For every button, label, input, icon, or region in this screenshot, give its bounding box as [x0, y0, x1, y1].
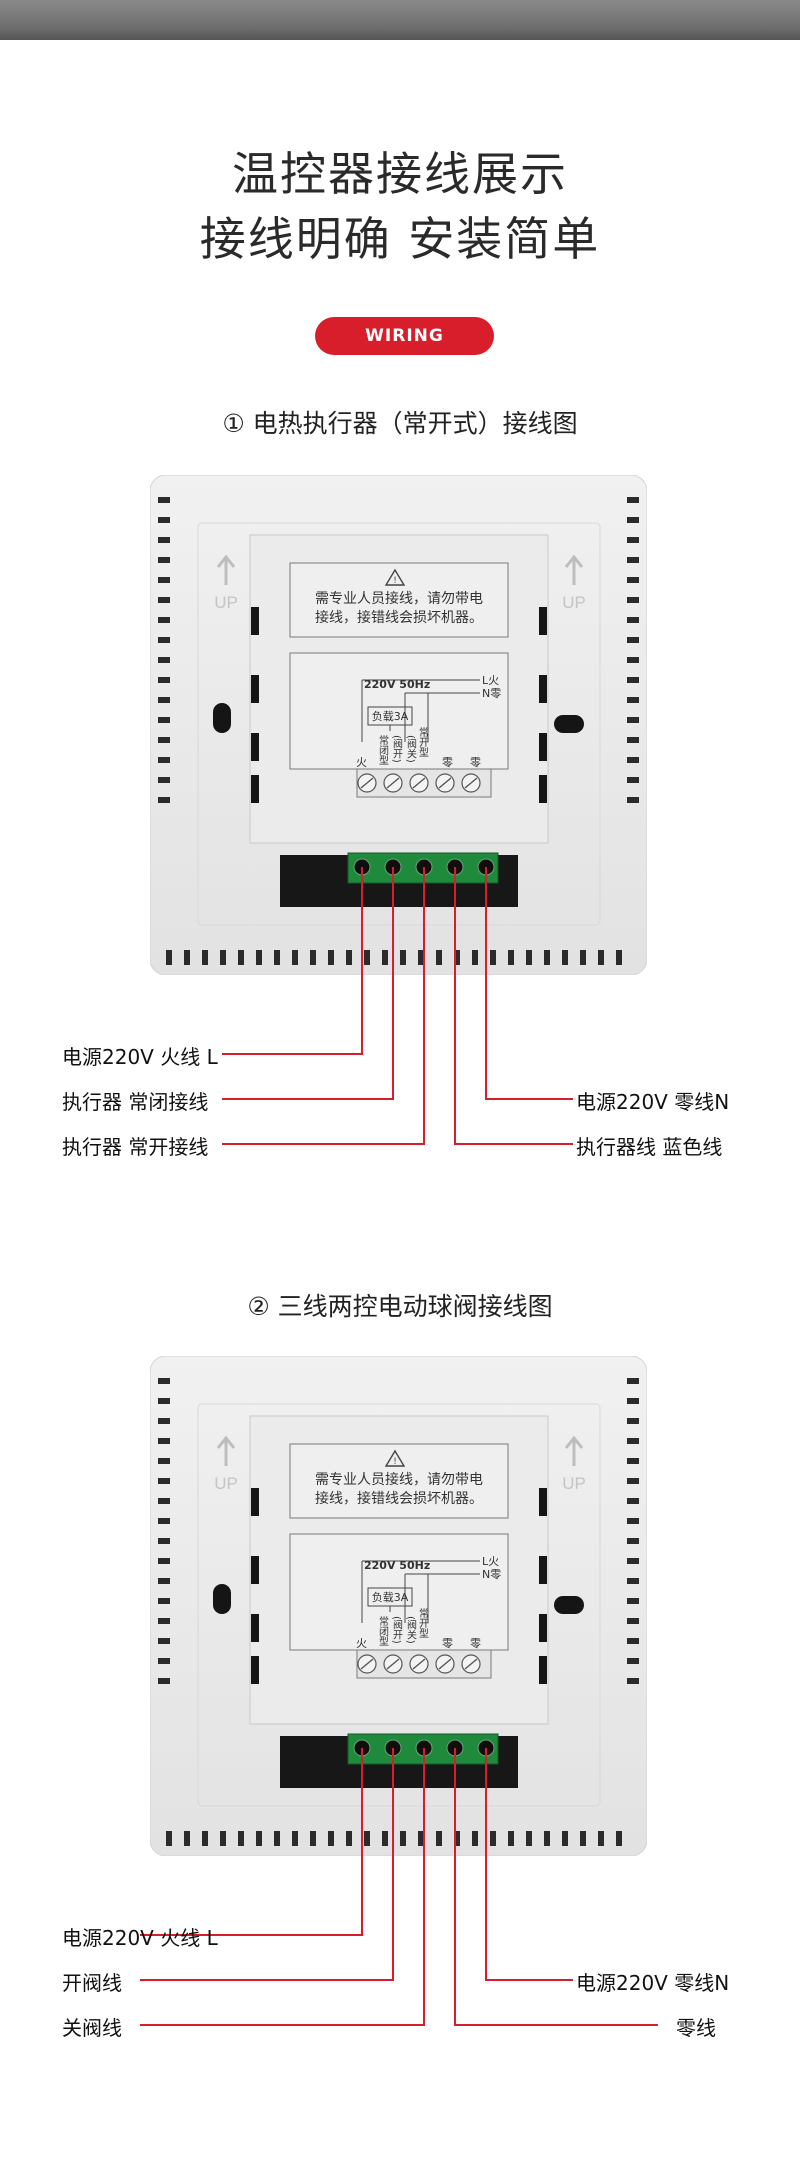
wire-label-right-1: 电源220V 零线N — [576, 1971, 730, 1995]
open-valve-label: (阀开) — [391, 735, 403, 763]
svg-text:!: ! — [393, 576, 397, 586]
section-1-title: ① 电热执行器（常开式）接线图 — [222, 409, 578, 438]
l-fire-label: L火 — [482, 1555, 499, 1568]
thermostat-panel-1: UP UP ! 需专业人员接线，请勿带电 接线，接错线会损坏机器。 220V 5… — [150, 475, 647, 975]
wire-label-right-1: 电源220V 零线N — [576, 1090, 730, 1114]
zero-label-2: 零 — [470, 1637, 481, 1650]
load-label: 负载3A — [372, 1590, 409, 1604]
up-label-left: UP — [214, 1474, 238, 1493]
warning-line-1: 需专业人员接线，请勿带电 — [315, 1471, 483, 1488]
zero-label-1: 零 — [442, 756, 453, 769]
wire-label-left-3: 执行器 常开接线 — [62, 1135, 209, 1159]
open-valve-label: (阀开) — [391, 1616, 403, 1644]
top-bar — [0, 0, 800, 40]
voltage-label: 220V 50Hz — [364, 678, 430, 691]
wire-label-right-2: 零线 — [676, 2016, 716, 2040]
thermostat-backplate-1: UP UP ! 需专业人员接线，请勿带电 接线，接错线会损坏机器。 220V 5… — [150, 475, 647, 975]
up-label-left: UP — [214, 593, 238, 612]
warning-line-2: 接线，接错线会损坏机器。 — [315, 609, 483, 626]
warning-line-2: 接线，接错线会损坏机器。 — [315, 1490, 483, 1507]
wiring-badge: WIRING — [315, 317, 494, 355]
n-zero-label: N零 — [482, 1568, 501, 1581]
page-title: 温控器接线展示 — [232, 147, 568, 201]
n-zero-label: N零 — [482, 687, 501, 700]
up-label-right: UP — [562, 1474, 586, 1493]
voltage-label: 220V 50Hz — [364, 1559, 430, 1572]
up-label-right: UP — [562, 593, 586, 612]
section-2-title: ② 三线两控电动球阀接线图 — [247, 1292, 553, 1321]
close-valve-label: (阀关) — [405, 1616, 417, 1644]
zero-label-2: 零 — [470, 756, 481, 769]
wire-label-left-2: 开阀线 — [62, 1971, 122, 1995]
wire-label-right-2: 执行器线 蓝色线 — [576, 1135, 723, 1159]
wire-label-left-3: 关阀线 — [62, 2016, 122, 2040]
normally-open-label: 常开型 — [417, 726, 429, 757]
normally-closed-label: 常闭型 — [377, 734, 389, 765]
wire-label-left-2: 执行器 常闭接线 — [62, 1090, 209, 1114]
fire-label: 火 — [356, 756, 367, 769]
wire-label-left-1: 电源220V 火线 L — [62, 1926, 218, 1950]
fire-label: 火 — [356, 1637, 367, 1650]
load-label: 负载3A — [372, 709, 409, 723]
page-subtitle: 接线明确 安装简单 — [199, 212, 601, 266]
normally-closed-label: 常闭型 — [377, 1615, 389, 1646]
close-valve-label: (阀关) — [405, 735, 417, 763]
thermostat-panel-2: UP UP ! 需专业人员接线，请勿带电 接线，接错线会损坏机器。 220V 5… — [150, 1356, 647, 1856]
l-fire-label: L火 — [482, 674, 499, 687]
thermostat-backplate-2: UP UP ! 需专业人员接线，请勿带电 接线，接错线会损坏机器。 220V 5… — [150, 1356, 647, 1856]
warning-line-1: 需专业人员接线，请勿带电 — [315, 590, 483, 607]
wire-label-left-1: 电源220V 火线 L — [62, 1045, 218, 1069]
svg-text:!: ! — [393, 1457, 397, 1467]
normally-open-label: 常开型 — [417, 1607, 429, 1638]
zero-label-1: 零 — [442, 1637, 453, 1650]
